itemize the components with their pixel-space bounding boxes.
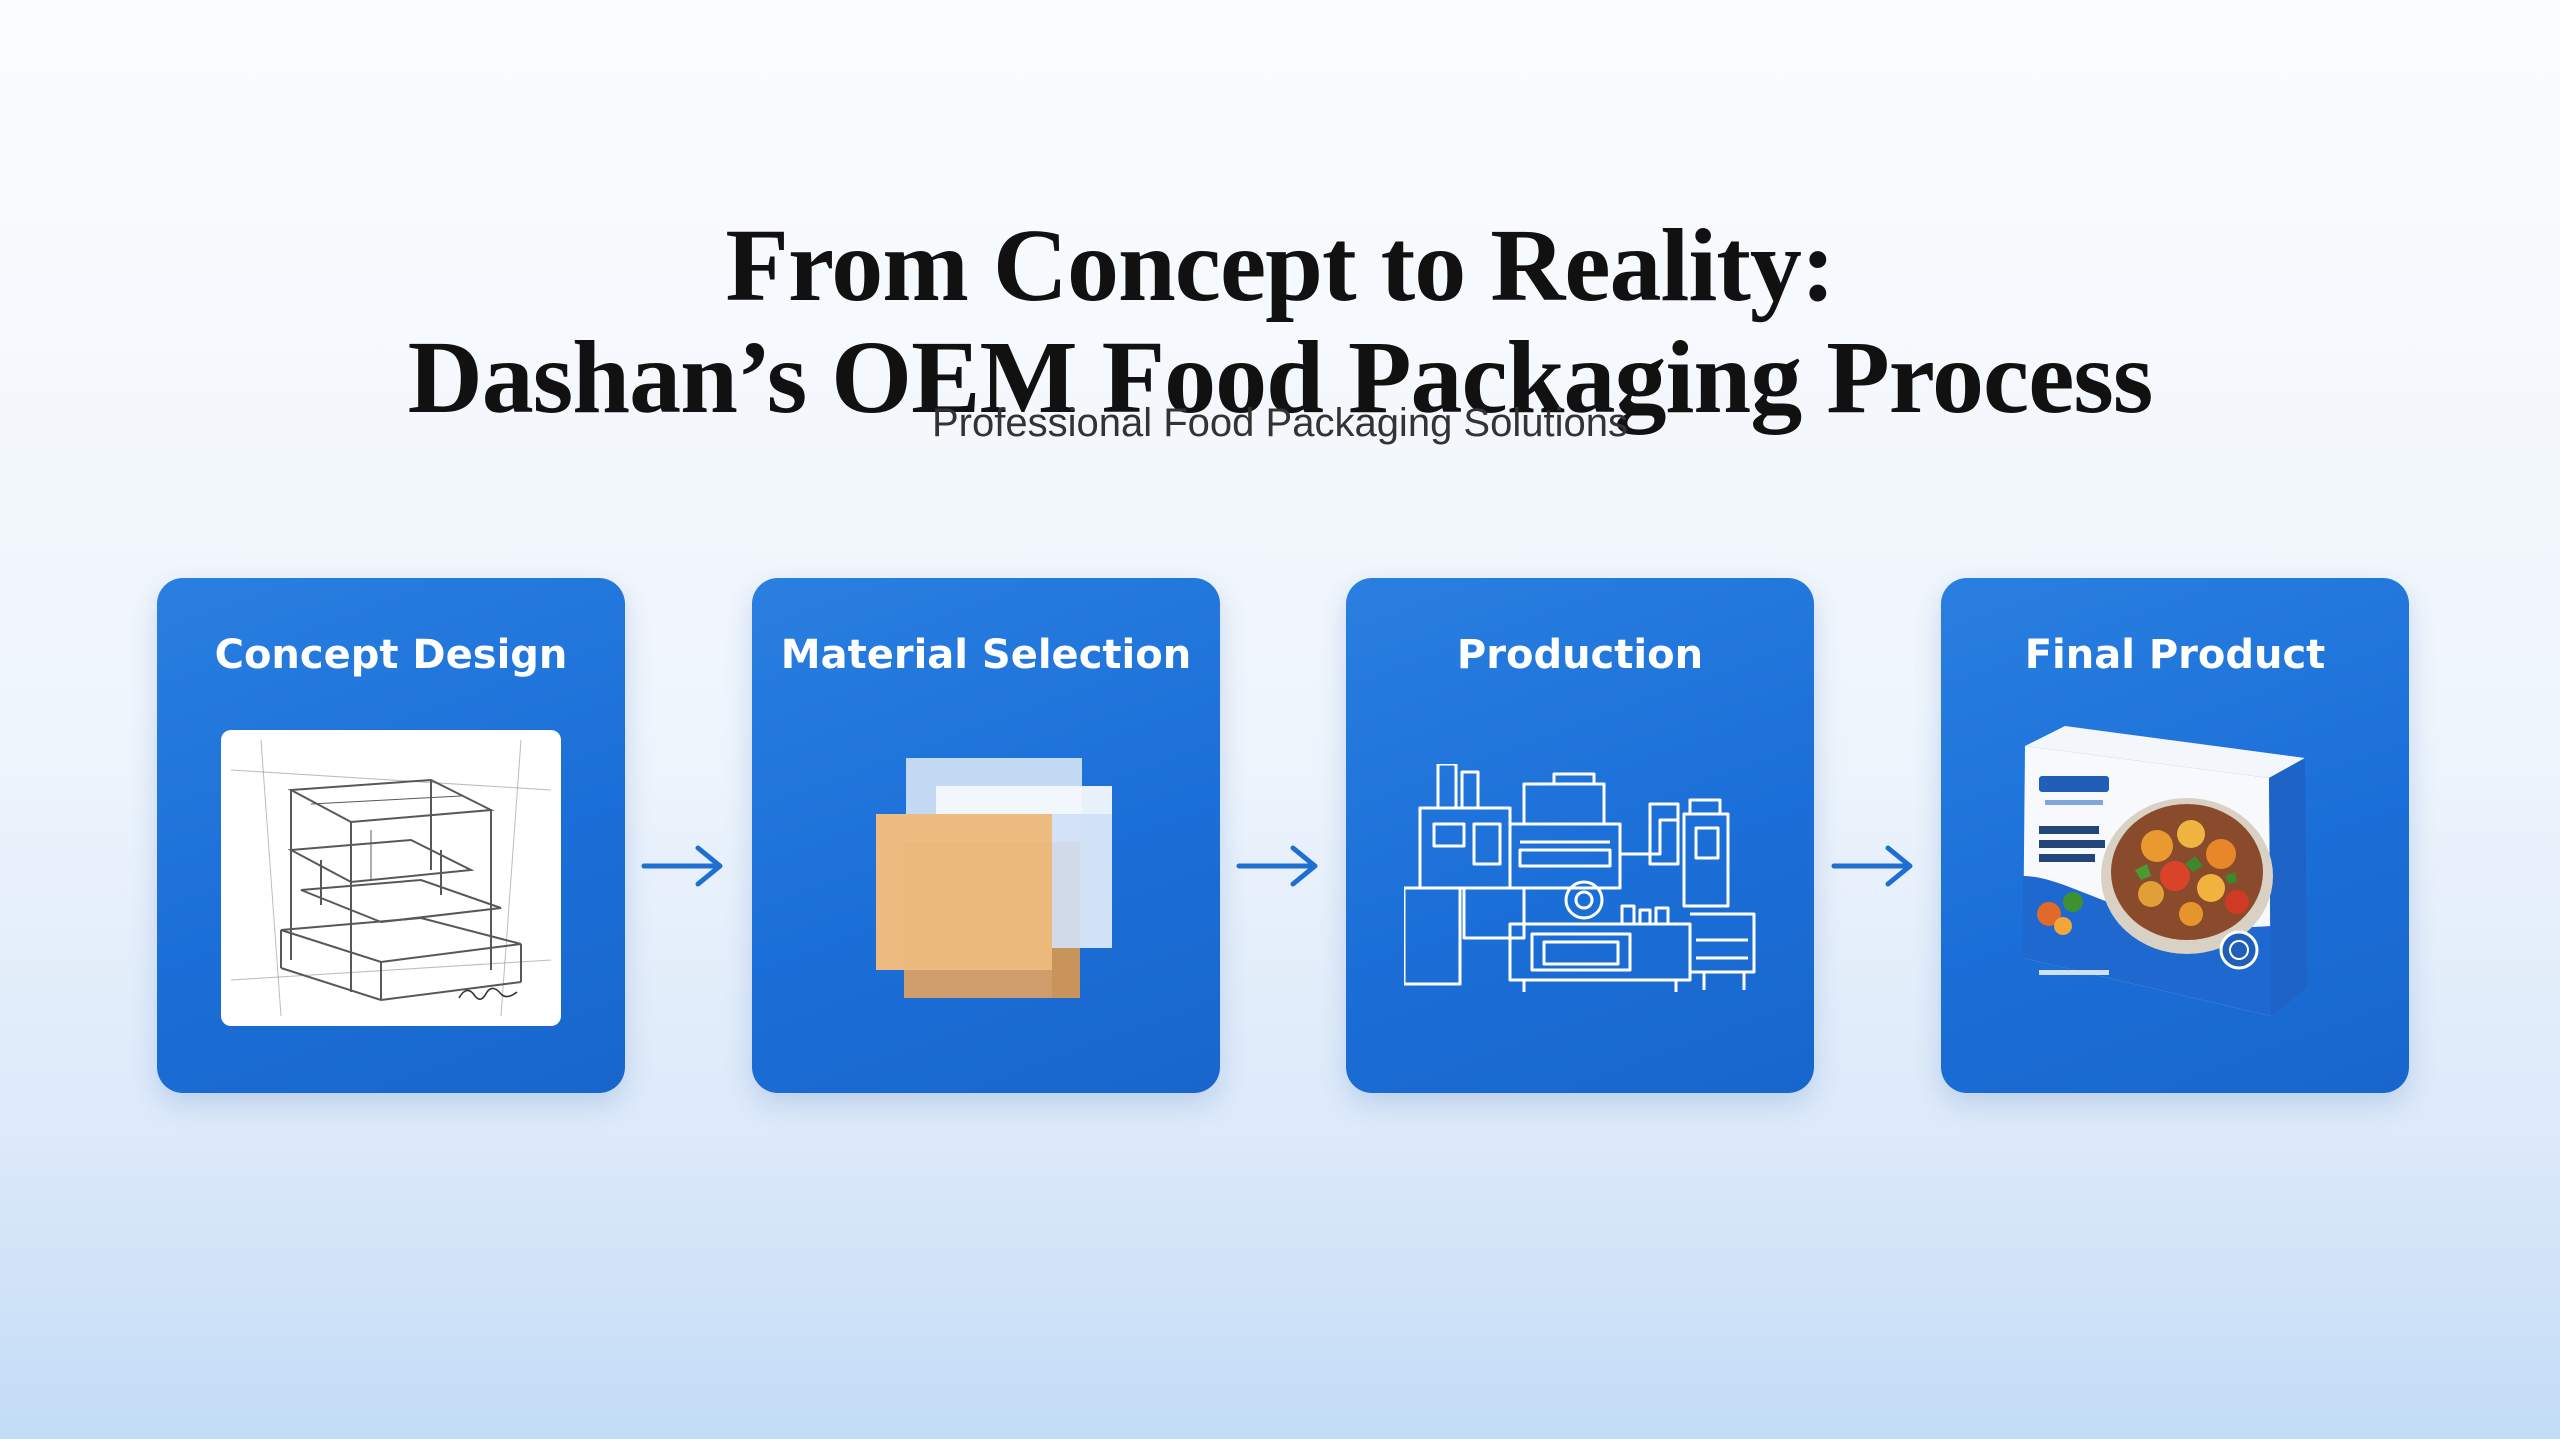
title-line-1: From Concept to Reality: bbox=[725, 207, 1835, 323]
step-label-final-product: Final Product bbox=[2024, 632, 2326, 678]
page-subtitle: Professional Food Packaging Solutions bbox=[932, 401, 1628, 445]
factory-machine-icon bbox=[1402, 762, 1764, 999]
title-line-2: Dashan’s OEM Food Packaging Process bbox=[407, 319, 2154, 435]
page-title: From Concept to Reality: Dashan’s OEM Fo… bbox=[0, 207, 2560, 435]
arrow-right-icon bbox=[1831, 845, 1913, 887]
step-card-production: Production bbox=[1346, 578, 1814, 1093]
step-label-material-selection: Material Selection bbox=[780, 632, 1192, 678]
step-card-material-selection: Material Selection bbox=[752, 578, 1220, 1093]
food-package-box-icon bbox=[2015, 726, 2345, 1021]
arrow-right-icon bbox=[1236, 845, 1318, 887]
step-card-concept-design: Concept Design bbox=[157, 578, 625, 1093]
arrow-right-icon bbox=[641, 845, 723, 887]
sketch-drawing-icon bbox=[221, 730, 561, 1031]
step-card-final-product: Final Product bbox=[1941, 578, 2409, 1093]
step-label-production: Production bbox=[1456, 632, 1704, 678]
material-swatch-icon bbox=[876, 758, 1116, 1003]
step-label-concept-design: Concept Design bbox=[214, 632, 568, 678]
